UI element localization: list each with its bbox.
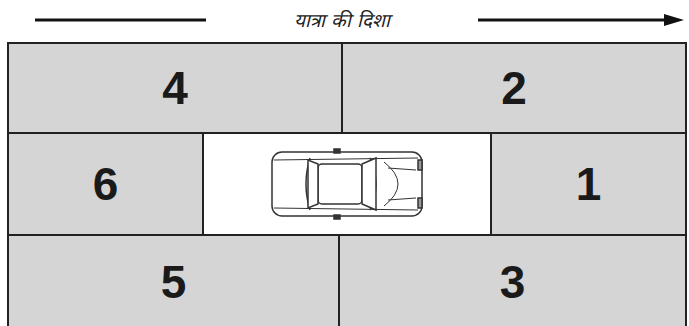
direction-line bbox=[35, 19, 206, 22]
direction-arrowhead bbox=[664, 14, 684, 26]
car-illustration bbox=[272, 149, 422, 219]
zone-number: 4 bbox=[162, 65, 188, 111]
zone-box: 2 bbox=[341, 42, 687, 134]
zone-box: 3 bbox=[338, 234, 687, 326]
zone-number: 3 bbox=[500, 259, 526, 305]
direction-line bbox=[478, 19, 672, 22]
zone-number: 6 bbox=[93, 161, 119, 207]
zone-box: 6 bbox=[7, 132, 204, 236]
zone-number: 1 bbox=[576, 161, 602, 207]
zone-box: 4 bbox=[7, 42, 343, 134]
zone-number: 5 bbox=[161, 259, 187, 305]
zone-box: 1 bbox=[490, 132, 687, 236]
zone-box: 5 bbox=[7, 234, 340, 326]
zone-number: 2 bbox=[501, 65, 527, 111]
direction-label: यात्रा की दिशा bbox=[206, 7, 478, 33]
car-cell bbox=[202, 133, 492, 236]
